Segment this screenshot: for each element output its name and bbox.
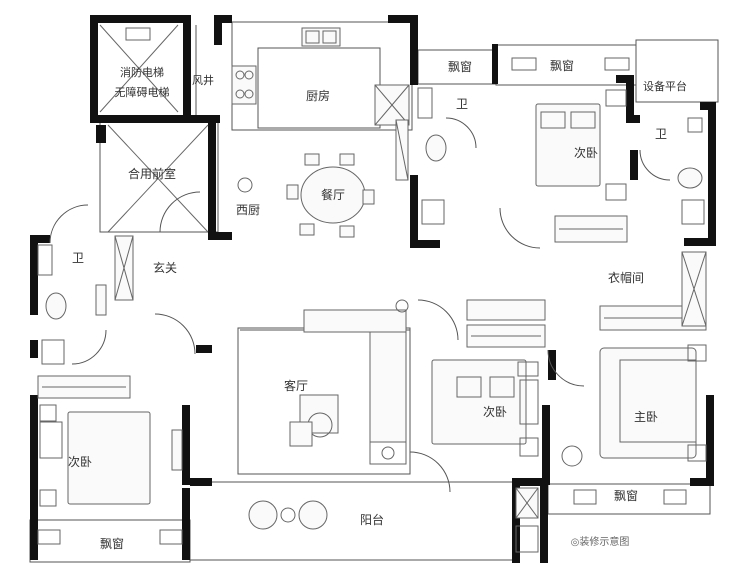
label-west-kitchen: 西厨	[236, 203, 260, 217]
living-room-furniture	[171, 299, 409, 471]
label-bath-left: 卫	[72, 251, 84, 265]
center-bath-fixtures	[395, 87, 447, 225]
bedroom-center-furniture	[431, 299, 546, 457]
bedroom-left-furniture	[37, 375, 183, 545]
entry-cabinet	[114, 235, 134, 301]
label-bedroom-top-right: 次卧	[574, 146, 598, 160]
label-living-room: 客厅	[284, 378, 308, 393]
label-equipment-platform: 设备平台	[643, 79, 687, 93]
footer-note: ◎装修示意图	[571, 535, 630, 548]
label-dining: 餐厅	[321, 187, 345, 202]
label-bath-center: 卫	[456, 97, 468, 111]
label-entrance: 玄关	[153, 260, 177, 275]
walls	[30, 15, 716, 563]
label-kitchen: 厨房	[306, 88, 330, 103]
label-bedroom-center: 次卧	[483, 405, 507, 419]
label-air-shaft: 风井	[192, 73, 214, 87]
elevator-shaft	[99, 24, 179, 113]
doors	[49, 117, 671, 493]
label-bay-window-top-right: 飘窗	[550, 59, 574, 73]
label-elevator-line1: 消防电梯	[120, 65, 164, 79]
kitchen-fixtures	[231, 27, 410, 126]
west-kitchen-sink	[237, 177, 253, 193]
label-master-bedroom: 主卧	[634, 410, 658, 424]
label-bay-window-bottom-left: 飘窗	[100, 537, 124, 551]
label-bedroom-left: 次卧	[68, 455, 92, 469]
label-cloakroom: 衣帽间	[608, 270, 644, 285]
bedroom-top-right-furniture	[511, 57, 630, 243]
label-elevator-line2: 无障碍电梯	[115, 85, 170, 99]
room-labels: 消防电梯 无障碍电梯 风井 合用前室 厨房 西厨 餐厅 玄关 卫 卫 卫 飘窗 …	[68, 59, 687, 551]
shared-lobby-cross	[107, 124, 209, 233]
balcony-furniture	[248, 487, 539, 553]
label-balcony: 阳台	[360, 512, 384, 527]
dining-table	[286, 153, 375, 238]
right-bath-fixtures	[677, 117, 705, 225]
left-bath-fixtures	[37, 244, 107, 365]
label-bay-window-top-center: 飘窗	[448, 60, 472, 74]
label-bath-right: 卫	[655, 127, 667, 141]
label-bay-window-bottom-right: 飘窗	[614, 489, 638, 503]
label-shared-lobby: 合用前室	[128, 166, 176, 181]
master-bedroom-furniture	[561, 251, 707, 505]
